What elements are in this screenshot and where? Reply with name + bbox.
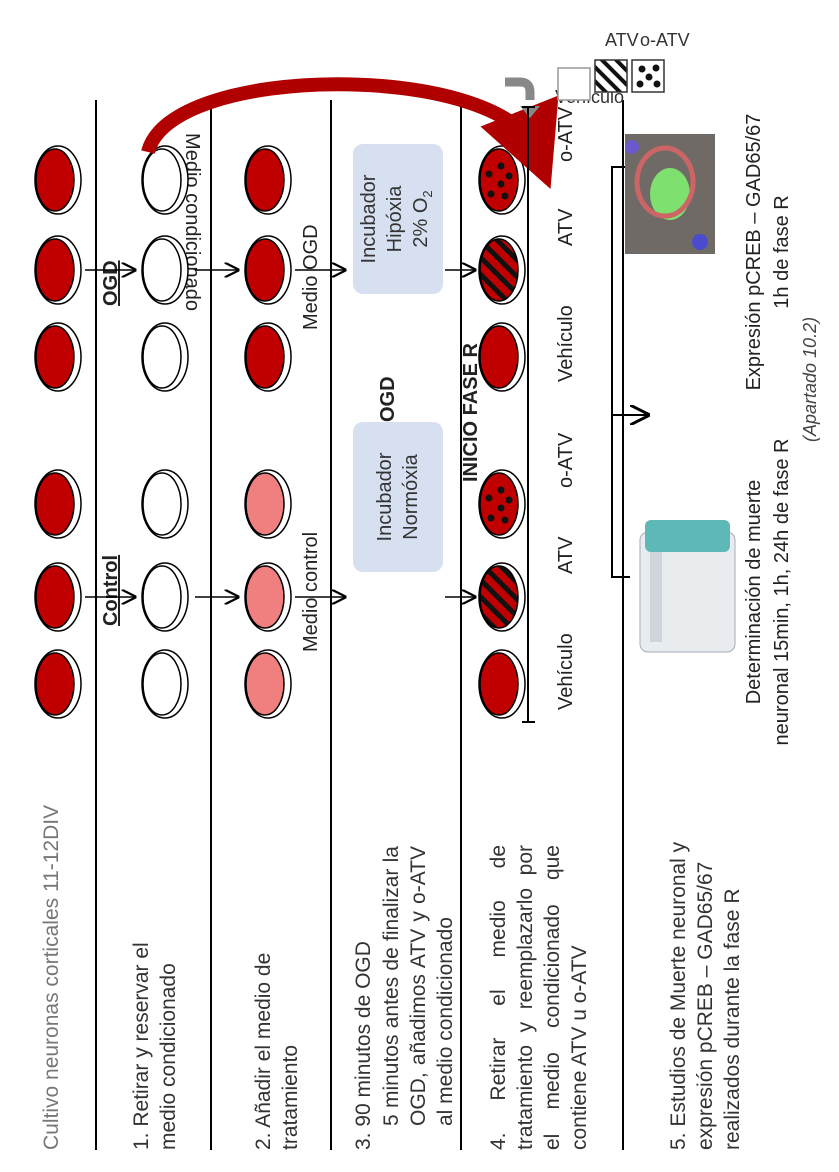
petri-dish-control-medium [244,649,292,719]
legend-atv-swatch [594,59,628,93]
conditioned-medium-arrow [141,77,559,189]
petri-dish-control-medium [244,469,292,539]
petri-dish-culture [34,145,82,215]
petri-dish-ogd-medium [244,235,292,305]
petri-dish-empty [141,562,189,632]
petri-dish-empty [141,235,189,305]
petri-dish-vehicle [478,649,526,719]
legend-vehicle-swatch [557,67,591,101]
grey-arrow [505,77,535,100]
petri-dish-culture [34,322,82,392]
petri-dish-ogd-medium [244,145,292,215]
petri-dish-oatv [478,145,526,215]
petri-dish-control-medium [244,562,292,632]
petri-dish-culture [34,562,82,632]
petri-dish-culture [34,235,82,305]
petri-dish-oatv [478,469,526,539]
petri-dish-empty [141,649,189,719]
petri-dish-empty [141,469,189,539]
petri-dish-ogd-medium [244,322,292,392]
grey-arrowhead [520,106,540,118]
petri-dish-vehicle [478,322,526,392]
microscopy-image [625,134,715,254]
petri-dish-atv [478,562,526,632]
petri-dish-empty [141,322,189,392]
plate-reader-image [639,520,736,653]
petri-dish-atv [478,235,526,305]
petri-dish-culture [34,469,82,539]
petri-dish-empty [141,145,189,215]
petri-dish-culture [34,649,82,719]
